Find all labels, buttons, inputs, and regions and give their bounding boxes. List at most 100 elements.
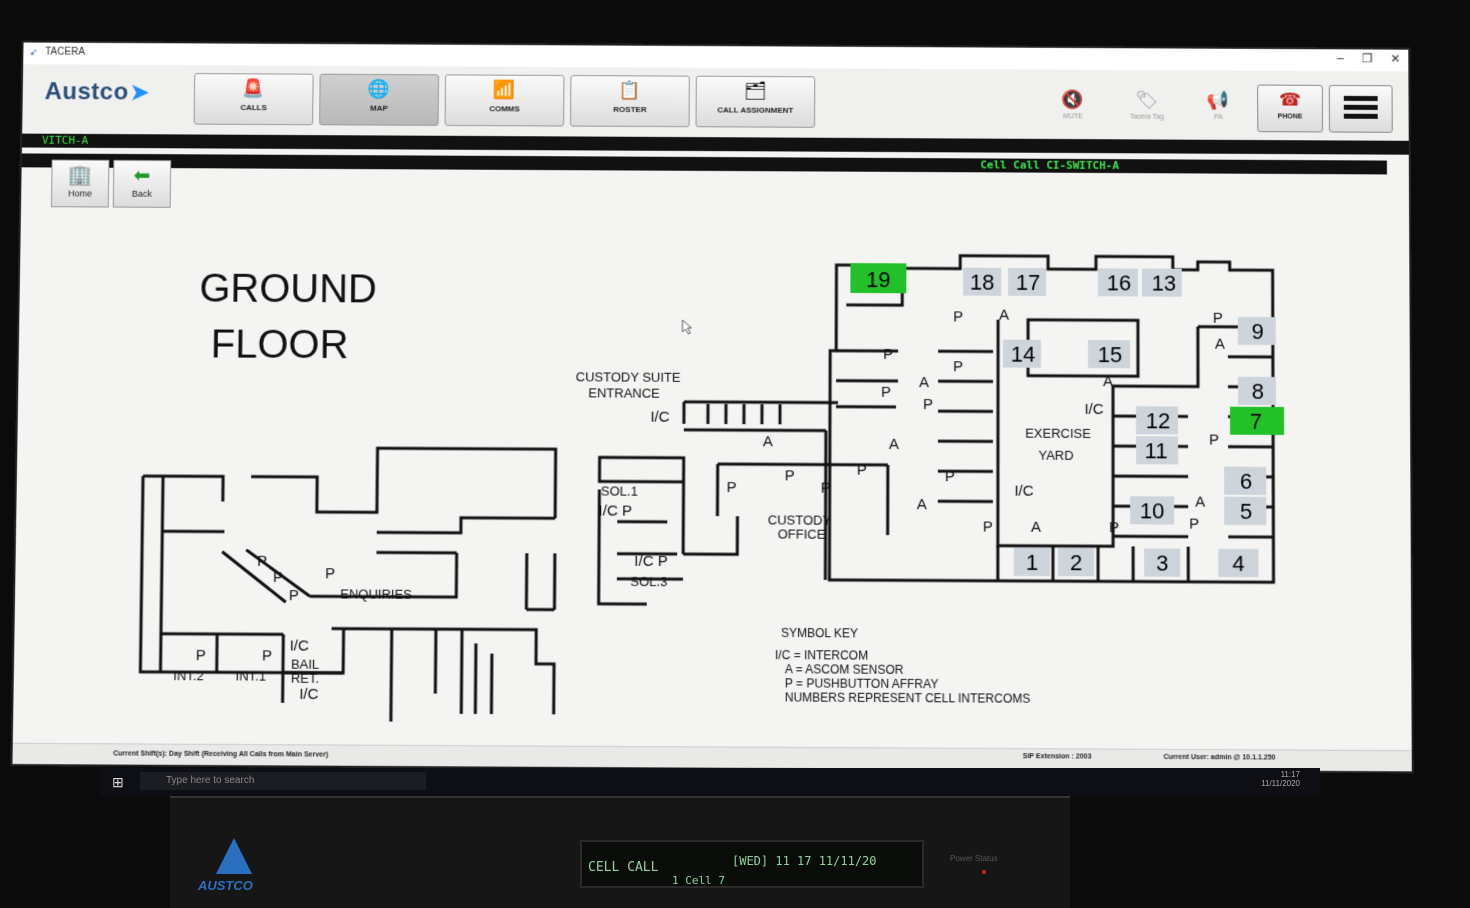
- nav-call-assignment-label: CALL ASSIGNMENT: [697, 105, 815, 115]
- siren-icon: 🚨: [195, 78, 313, 99]
- ascom-sensor-symbol: A: [763, 433, 773, 450]
- megaphone-icon: 📢: [1187, 90, 1249, 111]
- pushbutton-symbol: P: [883, 346, 893, 363]
- monitor-screen: ➶ TACERA – ❐ ✕ Austco➤ 🚨 CALLS 🌐 MAP 📶 C…: [12, 43, 1411, 772]
- pushbutton-symbol: P: [1109, 519, 1119, 536]
- intercom-pushbutton-symbol: I/C P: [634, 553, 668, 570]
- custody-entrance-label-1: CUSTODY SUITE: [576, 369, 681, 385]
- menu-button[interactable]: [1329, 85, 1393, 133]
- intercom-symbol: I/C: [1014, 483, 1033, 500]
- sip-extension-text: SIP Extension : 2003: [1023, 753, 1092, 760]
- mute-button[interactable]: 🔇 MUTE: [1042, 83, 1104, 133]
- pa-label: PA: [1188, 114, 1250, 121]
- pushbutton-symbol: P: [196, 647, 206, 664]
- nav-roster-label: ROSTER: [571, 105, 689, 115]
- symbol-key-intercom: I/C = INTERCOM: [775, 648, 868, 663]
- pa-button[interactable]: 📢 PA: [1187, 84, 1249, 134]
- close-button[interactable]: ✕: [1390, 52, 1400, 66]
- lcd-date-time: [WED] 11 17 11/11/20: [732, 854, 877, 868]
- phone-button[interactable]: ☎ PHONE: [1257, 85, 1323, 133]
- taskbar-clock: 11:17 11/11/2020: [1261, 770, 1300, 788]
- comms-icon: 📶: [446, 79, 564, 100]
- taskbar-date: 11/11/2020: [1261, 779, 1300, 788]
- ret-label: RET.: [291, 671, 319, 686]
- cell-6-label: 6: [1240, 469, 1252, 494]
- cell-19-label: 19: [866, 267, 890, 292]
- symbol-key-title: SYMBOL KEY: [781, 626, 858, 641]
- pushbutton-symbol: P: [821, 480, 831, 497]
- int2-label: INT.2: [173, 668, 204, 683]
- ascom-sensor-symbol: A: [917, 496, 927, 513]
- window-title: TACERA: [45, 47, 85, 58]
- exercise-yard-label-2: YARD: [1038, 448, 1073, 463]
- phone-label: PHONE: [1258, 113, 1322, 120]
- windows-start-icon[interactable]: ⊞: [112, 774, 124, 791]
- nav-call-assignment-button[interactable]: 🗂 CALL ASSIGNMENT: [696, 76, 816, 128]
- custody-office-label-2: OFFICE: [778, 526, 826, 541]
- symbol-key-pushbutton: P = PUSHBUTTON AFFRAY: [785, 676, 939, 691]
- taskbar-time: 11:17: [1261, 770, 1300, 779]
- cell-18-label: 18: [970, 270, 994, 295]
- pushbutton-symbol: P: [289, 587, 299, 604]
- pushbutton-symbol: P: [983, 518, 993, 535]
- tag-icon: 🏷: [1116, 90, 1178, 111]
- cell-16-label: 16: [1107, 270, 1131, 295]
- mouse-cursor-icon: [682, 320, 691, 334]
- switch-status-text: VITCH-A: [42, 134, 88, 147]
- floor-plan-map: GROUND FLOOR 1: [13, 171, 1412, 757]
- ascom-sensor-symbol: A: [1103, 373, 1113, 390]
- pushbutton-symbol: P: [257, 553, 267, 570]
- globe-icon: 🌐: [320, 79, 438, 100]
- cell-12-label: 12: [1146, 408, 1170, 433]
- cell-11-label: 11: [1145, 438, 1168, 463]
- current-user-text: Current User: admin @ 10.1.1.250: [1163, 754, 1275, 762]
- cell-2-label: 2: [1070, 550, 1082, 575]
- mute-icon: 🔇: [1042, 89, 1104, 110]
- austco-device-logo: AUSTCO: [198, 878, 253, 893]
- ascom-sensor-symbol: A: [889, 436, 899, 453]
- lcd-line-2: 1 Cell 7: [672, 874, 725, 887]
- austco-console-device: AUSTCO CELL CALL [WED] 11 17 11/11/20 1 …: [170, 796, 1070, 908]
- status-led-icon: [982, 870, 986, 874]
- intercom-symbol: I/C: [290, 637, 310, 654]
- tacera-tag-label: Tacera Tag: [1116, 114, 1178, 121]
- pushbutton-symbol: P: [785, 467, 795, 484]
- pushbutton-symbol: P: [953, 358, 963, 375]
- tacera-tag-button[interactable]: 🏷 Tacera Tag: [1116, 84, 1178, 134]
- pushbutton-symbol: P: [945, 468, 955, 485]
- cell-9-label: 9: [1252, 319, 1264, 344]
- nav-map-button[interactable]: 🌐 MAP: [319, 74, 439, 126]
- intercom-symbol: I/C: [299, 686, 319, 703]
- cell-7-label: 7: [1250, 409, 1262, 434]
- pushbutton-symbol: P: [325, 565, 335, 582]
- pushbutton-symbol: P: [727, 479, 737, 496]
- floor-title-1: GROUND: [199, 267, 377, 312]
- nav-calls-button[interactable]: 🚨 CALLS: [194, 73, 314, 125]
- taskbar-search-box[interactable]: Type here to search: [140, 772, 426, 790]
- cell-1-label: 1: [1026, 550, 1038, 575]
- intercom-symbol: I/C: [1084, 401, 1103, 418]
- enquiries-label: ENQUIRIES: [340, 586, 412, 601]
- minimize-button[interactable]: –: [1337, 51, 1344, 65]
- symbol-key: SYMBOL KEY I/C = INTERCOM A = ASCOM SENS…: [775, 626, 1031, 706]
- pushbutton-symbol: P: [953, 308, 963, 325]
- floor-title-2: FLOOR: [210, 322, 348, 367]
- sol3-label: SOL.3: [630, 574, 667, 589]
- logo-swoosh-icon: ➤: [130, 80, 149, 105]
- nav-roster-button[interactable]: 📋 ROSTER: [570, 75, 690, 127]
- nav-comms-button[interactable]: 📶 COMMS: [445, 74, 565, 126]
- sol1-label: SOL.1: [601, 483, 638, 498]
- assignment-icon: 🗂: [697, 81, 815, 102]
- symbol-key-numbers: NUMBERS REPRESENT CELL INTERCOMS: [785, 690, 1031, 705]
- cell-5-label: 5: [1240, 499, 1252, 524]
- pushbutton-symbol: P: [273, 569, 283, 586]
- phone-icon: ☎: [1258, 90, 1322, 111]
- ascom-sensor-symbol: A: [1195, 494, 1205, 511]
- window-controls: – ❐ ✕: [1337, 51, 1400, 65]
- cell-3-label: 3: [1156, 550, 1168, 575]
- maximize-button[interactable]: ❐: [1362, 51, 1373, 65]
- device-lcd-display: CELL CALL [WED] 11 17 11/11/20 1 Cell 7: [580, 840, 924, 888]
- ascom-sensor-symbol: A: [999, 307, 1009, 324]
- austco-device-logo-icon: [216, 838, 252, 874]
- pushbutton-symbol: P: [923, 396, 933, 413]
